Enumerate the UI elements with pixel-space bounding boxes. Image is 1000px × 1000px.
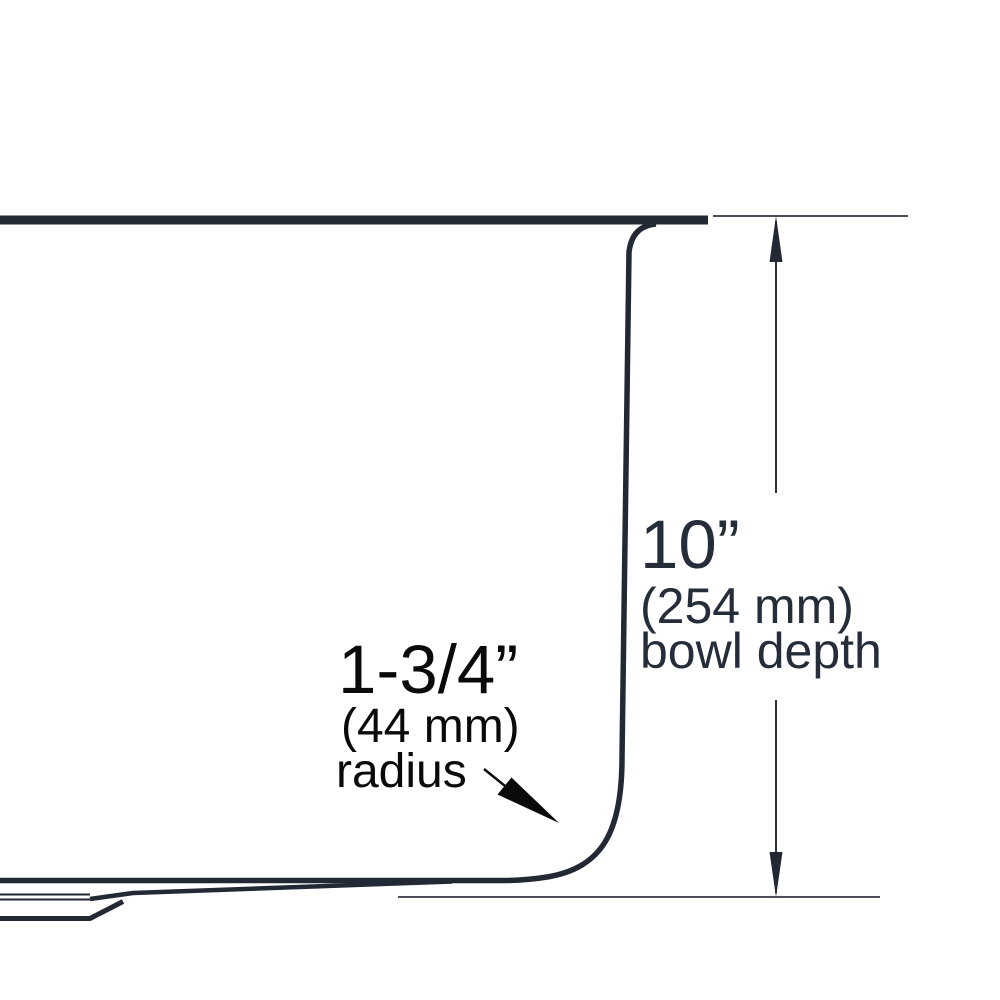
depth-arrowhead-down (769, 852, 783, 897)
depth-metric-label: (254 mm) (640, 578, 854, 634)
radius-caption-label: radius (336, 745, 467, 798)
drain-step-line-lower (0, 899, 125, 921)
depth-value-label: 10” (640, 506, 740, 583)
bowl-floor-slope (89, 879, 453, 902)
radius-value-label: 1-3/4” (338, 631, 519, 708)
radius-leader-arrowhead (497, 777, 559, 823)
radius-metric-label: (44 mm) (341, 700, 520, 753)
depth-caption-label: bowl depth (640, 623, 882, 679)
depth-arrowhead-up (769, 216, 783, 262)
bowl-profile (0, 221, 657, 884)
